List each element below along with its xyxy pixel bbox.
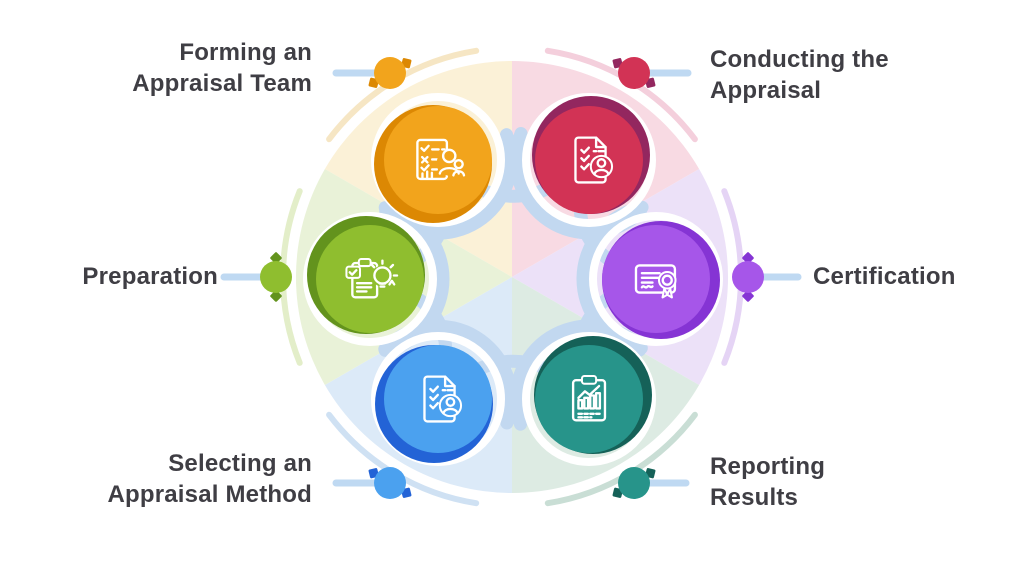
step-label-line: Reporting bbox=[710, 453, 826, 480]
document-person-check-icon bbox=[574, 136, 614, 184]
connectors-and-dots bbox=[220, 57, 802, 499]
step-circles bbox=[307, 96, 720, 463]
bead-dot bbox=[732, 261, 764, 293]
step-label-line: Preparation bbox=[82, 263, 218, 290]
step-circle-preparation bbox=[307, 216, 425, 334]
step-label-line: Results bbox=[710, 484, 799, 511]
step-circle-reporting-results bbox=[534, 336, 652, 454]
step-label-reporting-results: Reporting Results bbox=[710, 451, 930, 513]
bead-dot-preparation bbox=[260, 252, 292, 302]
bead-tab bbox=[270, 290, 282, 302]
step-label-preparation: Preparation bbox=[30, 261, 218, 292]
bead-dot bbox=[260, 261, 292, 293]
step-label-line: Selecting an bbox=[168, 450, 312, 477]
step-circle-certification bbox=[602, 221, 720, 339]
clipboard-idea-icon bbox=[345, 257, 399, 299]
bead-tab bbox=[270, 252, 282, 264]
step-circle-face bbox=[316, 225, 424, 333]
step-label-line: Appraisal bbox=[710, 77, 822, 104]
step-label-line: Certification bbox=[813, 263, 956, 290]
step-label-line: Appraisal Team bbox=[132, 70, 312, 97]
certificate-icon bbox=[634, 264, 677, 299]
step-label-selecting-appraisal-method: Selecting an Appraisal Method bbox=[62, 448, 312, 510]
step-label-line: Forming an bbox=[179, 39, 312, 66]
step-circle-selecting-appraisal-method bbox=[375, 345, 493, 463]
bead-dot bbox=[374, 57, 406, 89]
bead-dot bbox=[618, 467, 650, 499]
step-circle-forming-appraisal-team bbox=[374, 105, 492, 223]
bead-dot-selecting bbox=[368, 467, 412, 499]
step-label-certification: Certification bbox=[813, 261, 1013, 292]
bead-dot bbox=[618, 57, 650, 89]
step-circle-face bbox=[535, 106, 643, 214]
bead-dot-forming bbox=[368, 57, 412, 89]
team-checklist-icon bbox=[416, 138, 466, 181]
step-label-line: Appraisal Method bbox=[107, 481, 312, 508]
step-circle-conducting-the-appraisal bbox=[532, 96, 650, 214]
step-label-line: Conducting the bbox=[710, 46, 889, 73]
halo-preparation bbox=[303, 212, 437, 346]
step-label-forming-appraisal-team: Forming an Appraisal Team bbox=[62, 37, 312, 99]
bead-dot-conducting bbox=[612, 57, 656, 89]
step-circle-face bbox=[384, 345, 492, 453]
bead-dot-certification bbox=[732, 252, 764, 302]
report-chart-icon bbox=[571, 375, 607, 422]
bead-tab bbox=[742, 290, 754, 302]
step-label-conducting-the-appraisal: Conducting the Appraisal bbox=[710, 44, 970, 106]
document-person-check-icon bbox=[423, 375, 463, 423]
bead-dot-reporting bbox=[612, 467, 656, 499]
halo-reporting bbox=[522, 332, 656, 466]
bead-tab bbox=[742, 252, 754, 264]
bead-dot bbox=[374, 467, 406, 499]
